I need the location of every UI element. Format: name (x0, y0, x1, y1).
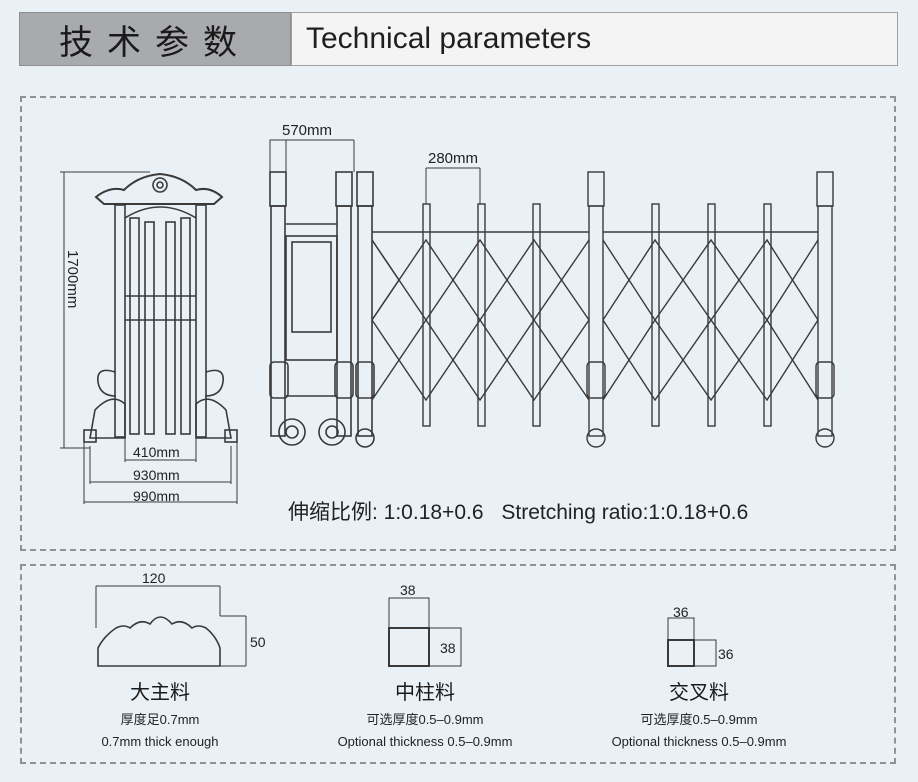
main-profile-height: 50 (250, 634, 266, 650)
material-middle-column: 中柱料 可选厚度0.5–0.9mm Optional thickness 0.5… (320, 676, 530, 753)
side-view-lattice (371, 171, 835, 448)
side-view-head (269, 139, 481, 448)
material-name: 中柱料 (395, 682, 455, 704)
pitch-label: 280mm (428, 150, 479, 167)
material-spec-en: Optional thickness 0.5–0.9mm (611, 734, 787, 749)
header-title-en: Technical parameters (291, 12, 898, 66)
material-name: 交叉料 (669, 682, 729, 704)
cross-bar-height: 36 (718, 646, 734, 662)
middle-column-height: 38 (440, 640, 456, 656)
main-profile-section (95, 585, 247, 667)
materials-panel (20, 564, 896, 764)
middle-column-width: 38 (400, 582, 416, 598)
head-width-label: 570mm (282, 122, 333, 139)
material-spec-cn: 厚度足0.7mm (120, 712, 200, 727)
material-name: 大主料 (130, 682, 190, 704)
material-spec-cn: 可选厚度0.5–0.9mm (366, 712, 484, 727)
cross-bar-section (667, 617, 717, 667)
ratio-en: Stretching ratio:1:0.18+0.6 (501, 501, 749, 524)
main-profile-width: 120 (142, 570, 166, 586)
header-title-cn: 技术参数 (19, 12, 291, 66)
front-width-990-label: 990mm (133, 488, 180, 504)
front-view-gate (60, 171, 238, 504)
front-width-930-label: 930mm (133, 467, 180, 483)
material-cross-bar: 交叉料 可选厚度0.5–0.9mm Optional thickness 0.5… (594, 676, 804, 753)
ratio-cn: 伸缩比例: 1:0.18+0.6 (288, 501, 484, 524)
cross-bar-width: 36 (673, 604, 689, 620)
material-spec-en: 0.7mm thick enough (101, 734, 219, 749)
front-width-410-label: 410mm (133, 444, 180, 460)
stretching-ratio: 伸缩比例: 1:0.18+0.6 Stretching ratio:1:0.18… (288, 496, 760, 526)
front-height-label: 1700mm (64, 250, 81, 309)
material-main: 大主料 厚度足0.7mm 0.7mm thick enough (80, 676, 240, 753)
material-spec-en: Optional thickness 0.5–0.9mm (337, 734, 513, 749)
middle-column-section (388, 597, 462, 667)
drawing-panel (20, 96, 896, 551)
material-spec-cn: 可选厚度0.5–0.9mm (640, 712, 758, 727)
